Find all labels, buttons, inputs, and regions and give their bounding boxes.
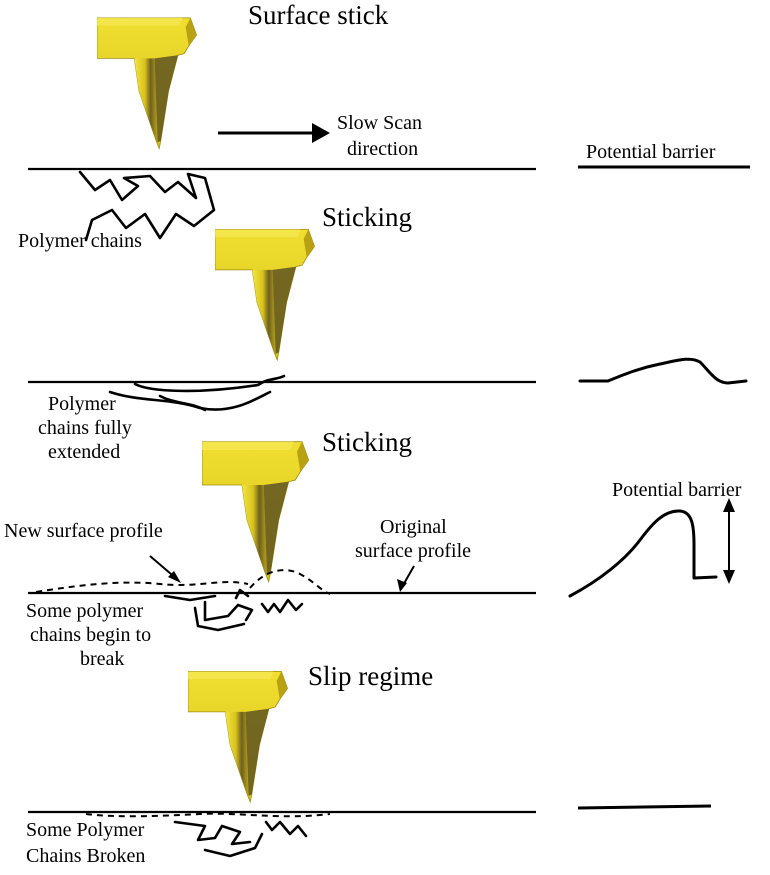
arrow-head-icon: [723, 570, 735, 584]
potential-barrier-heading: Potential barrier: [586, 141, 716, 163]
direction-label: direction: [347, 138, 418, 160]
polymer-chains: [78, 170, 216, 242]
arrow-head-icon: [723, 498, 735, 512]
new-surface-profile: [85, 812, 331, 818]
polymer-chains: [260, 598, 304, 614]
annotation-line-2: chains fully: [38, 417, 132, 439]
polymer-chains-label: Polymer chains: [18, 230, 142, 252]
annotation-line-3: break: [80, 648, 124, 670]
small-barrier-curve: [578, 357, 748, 385]
panel-title: Surface stick: [248, 0, 389, 30]
flat-barrier-line: [577, 804, 712, 810]
new-surface-profile: [249, 569, 331, 595]
afm-tip-icon: [202, 441, 310, 583]
polymer-chains: [173, 820, 252, 846]
original-label: Original: [380, 516, 447, 538]
arrow-head-icon: [397, 579, 407, 592]
potential-barrier-label: Potential barrier: [612, 479, 742, 501]
arrow-head-icon: [168, 571, 181, 583]
large-barrier-curve: [568, 509, 718, 598]
panel-title: Slip regime: [308, 661, 433, 691]
new-surface-profile: [35, 581, 249, 593]
potential-barrier-column: Potential barrier Potential barrier: [568, 141, 750, 810]
annotation-line-1: Some Polymer: [26, 819, 145, 841]
polymer-chains: [203, 600, 254, 622]
arrow-head-icon: [312, 123, 330, 143]
panel-sticking-1: Sticking Polymer chains fully extended: [28, 202, 536, 463]
afm-tip-icon: [188, 670, 289, 803]
annotation-line-2: Chains Broken: [26, 845, 145, 867]
annotation-line-1: Some polymer: [26, 600, 144, 622]
polymer-chains: [108, 390, 272, 411]
polymer-chains: [234, 588, 250, 600]
annotation-line-3: extended: [48, 441, 120, 463]
polymer-chains: [264, 820, 308, 838]
polymer-chains: [158, 394, 207, 412]
afm-tip-icon: [215, 228, 316, 361]
panel-title: Sticking: [322, 427, 412, 457]
polymer-chains: [163, 594, 217, 602]
panel-surface-stick: Surface stick Slow Scan direction Polyme…: [18, 0, 536, 252]
polymer-chains: [193, 606, 246, 632]
polymer-chains: [203, 832, 264, 858]
annotation-line-1: Polymer: [48, 393, 116, 415]
panel-title: Sticking: [322, 202, 412, 232]
original-surface-label: surface profile: [355, 540, 471, 562]
slow-scan-label: Slow Scan: [337, 112, 422, 134]
afm-tip-icon: [97, 17, 198, 150]
polymer-chains: [133, 374, 286, 393]
panel-slip-regime: Slip regime Some Polymer Chains Broken: [26, 661, 536, 867]
new-surface-label: New surface profile: [4, 520, 163, 542]
panel-sticking-2: Sticking New surface profile Original su…: [4, 427, 536, 670]
annotation-line-2: chains begin to: [30, 624, 151, 646]
